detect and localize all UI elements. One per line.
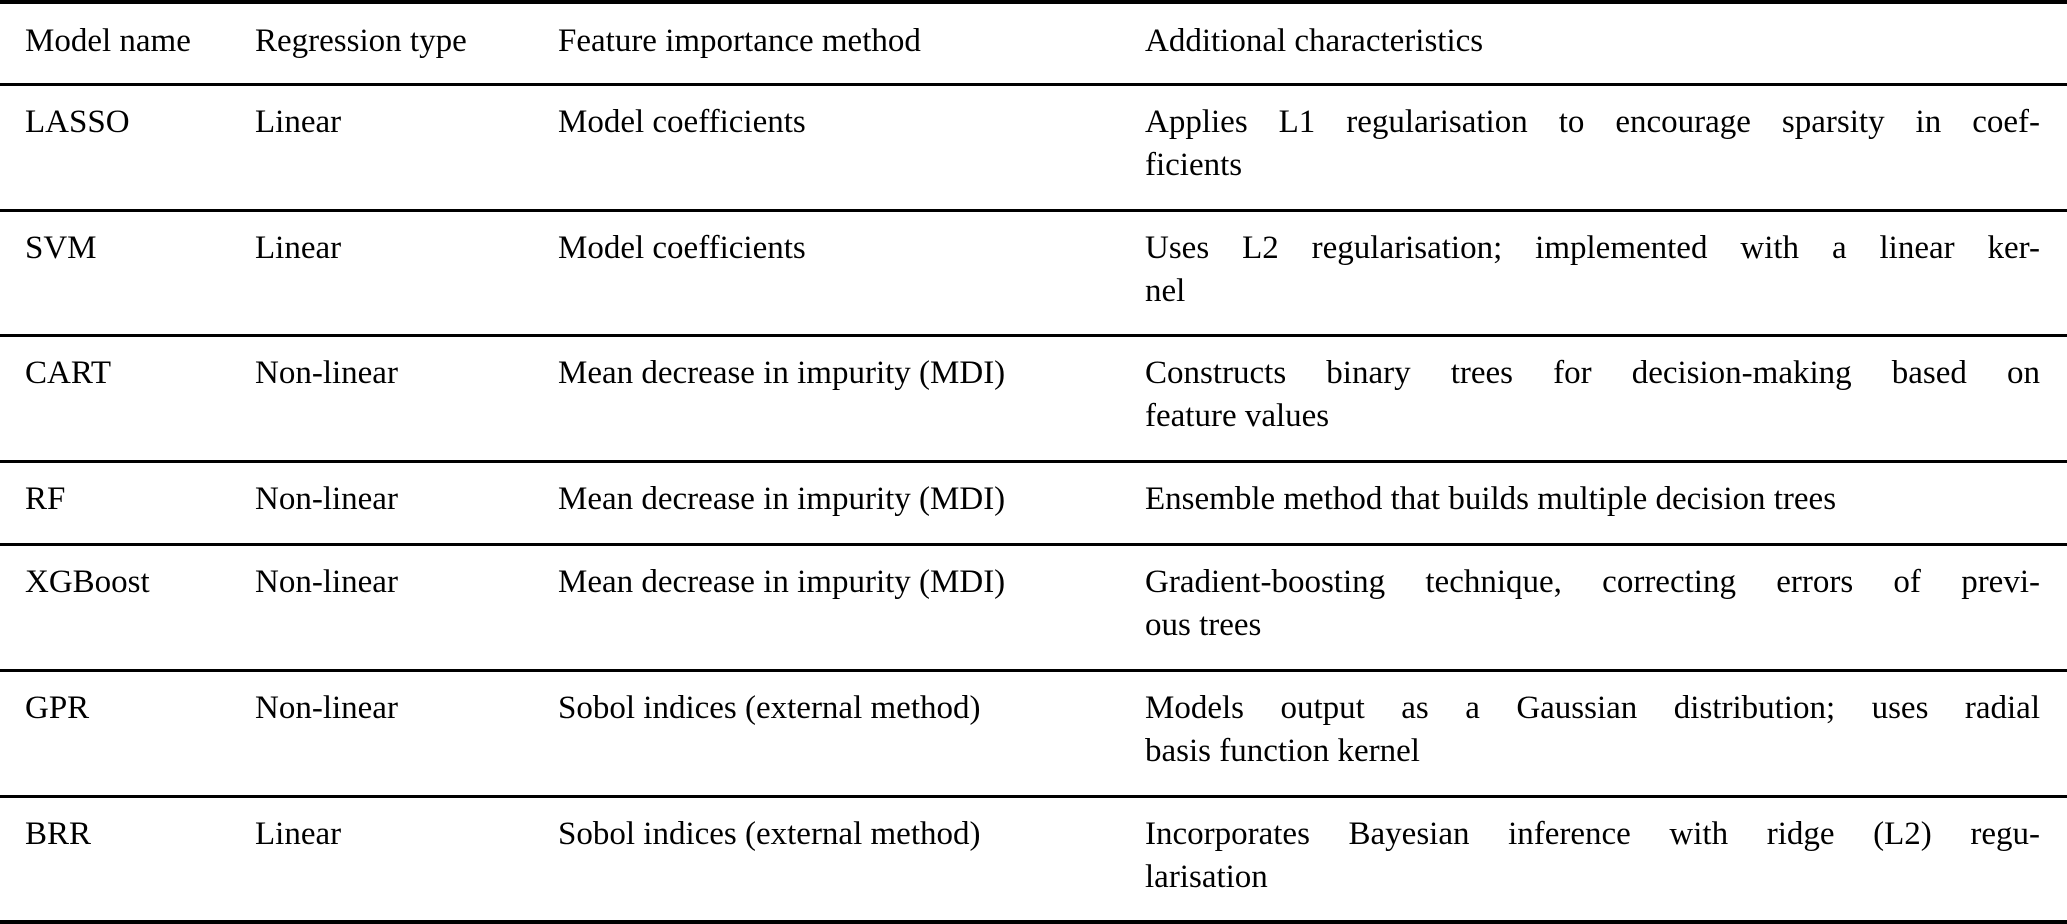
table-row: GPR Non-linear Sobol indices (external m… bbox=[0, 670, 2067, 798]
table-row: XGBoost Non-linear Mean decrease in impu… bbox=[0, 544, 2067, 672]
cell-additional-characteristics: Models output as a Gaussian distribution… bbox=[1145, 670, 2067, 798]
table-row: CART Non-linear Mean decrease in impurit… bbox=[0, 335, 2067, 464]
column-header-regression-type: Regression type bbox=[255, 0, 558, 86]
column-header-feature-importance-method: Feature importance method bbox=[558, 0, 1145, 86]
cell-additional-characteristics: Constructs binary trees for decision-mak… bbox=[1145, 335, 2067, 464]
cell-model-name: XGBoost bbox=[0, 544, 255, 672]
table-header-row: Model name Regression type Feature impor… bbox=[0, 0, 2067, 86]
cell-regression-type: Non-linear bbox=[255, 461, 558, 547]
description-line: ous trees bbox=[1145, 607, 1262, 644]
cell-additional-characteristics: Gradient-boosting technique, correcting … bbox=[1145, 544, 2067, 672]
cell-feature-importance-method: Mean decrease in impurity (MDI) bbox=[558, 544, 1145, 672]
cell-model-name: BRR bbox=[0, 796, 255, 924]
table-header: Model name Regression type Feature impor… bbox=[0, 0, 2067, 86]
cell-feature-importance-method: Sobol indices (external method) bbox=[558, 670, 1145, 798]
description-line: Incorporates Bayesian inference with rid… bbox=[1145, 815, 2040, 852]
description-line: Models output as a Gaussian distribution… bbox=[1145, 689, 2040, 726]
description-line: Constructs binary trees for decision-mak… bbox=[1145, 355, 2040, 392]
cell-regression-type: Non-linear bbox=[255, 670, 558, 798]
description-line: Ensemble method that builds multiple dec… bbox=[1145, 481, 1837, 518]
cell-feature-importance-method: Sobol indices (external method) bbox=[558, 796, 1145, 924]
table-row: SVM Linear Model coefficients Uses L2 re… bbox=[0, 210, 2067, 338]
cell-additional-characteristics: Uses L2 regularisation; implemented with… bbox=[1145, 210, 2067, 338]
table-row: LASSO Linear Model coefficients Applies … bbox=[0, 84, 2067, 212]
description-line: ficients bbox=[1145, 146, 1243, 183]
cell-model-name: RF bbox=[0, 461, 255, 547]
cell-model-name: SVM bbox=[0, 210, 255, 338]
description-line: Applies L1 regularisation to encourage s… bbox=[1145, 103, 2040, 140]
cell-feature-importance-method: Mean decrease in impurity (MDI) bbox=[558, 335, 1145, 464]
cell-feature-importance-method: Model coefficients bbox=[558, 210, 1145, 338]
description-line: nel bbox=[1145, 272, 1186, 309]
cell-feature-importance-method: Mean decrease in impurity (MDI) bbox=[558, 461, 1145, 547]
cell-regression-type: Linear bbox=[255, 84, 558, 212]
description-line: Gradient-boosting technique, correcting … bbox=[1145, 564, 2040, 601]
cell-regression-type: Linear bbox=[255, 210, 558, 338]
description-line: basis function kernel bbox=[1145, 732, 1420, 769]
description-line: feature values bbox=[1145, 398, 1330, 435]
cell-regression-type: Linear bbox=[255, 796, 558, 924]
table-row: BRR Linear Sobol indices (external metho… bbox=[0, 796, 2067, 924]
description-line: larisation bbox=[1145, 858, 1268, 895]
cell-additional-characteristics: Applies L1 regularisation to encourage s… bbox=[1145, 84, 2067, 212]
column-header-additional-characteristics: Additional characteristics bbox=[1145, 0, 2067, 86]
cell-additional-characteristics: Incorporates Bayesian inference with rid… bbox=[1145, 796, 2067, 924]
description-line: Uses L2 regularisation; implemented with… bbox=[1145, 229, 2040, 266]
cell-feature-importance-method: Model coefficients bbox=[558, 84, 1145, 212]
cell-regression-type: Non-linear bbox=[255, 335, 558, 464]
table-row: RF Non-linear Mean decrease in impurity … bbox=[0, 461, 2067, 547]
cell-regression-type: Non-linear bbox=[255, 544, 558, 672]
table-body: LASSO Linear Model coefficients Applies … bbox=[0, 84, 2067, 924]
cell-model-name: GPR bbox=[0, 670, 255, 798]
cell-model-name: LASSO bbox=[0, 84, 255, 212]
cell-model-name: CART bbox=[0, 335, 255, 464]
cell-additional-characteristics: Ensemble method that builds multiple dec… bbox=[1145, 461, 2067, 547]
column-header-model-name: Model name bbox=[0, 0, 255, 86]
